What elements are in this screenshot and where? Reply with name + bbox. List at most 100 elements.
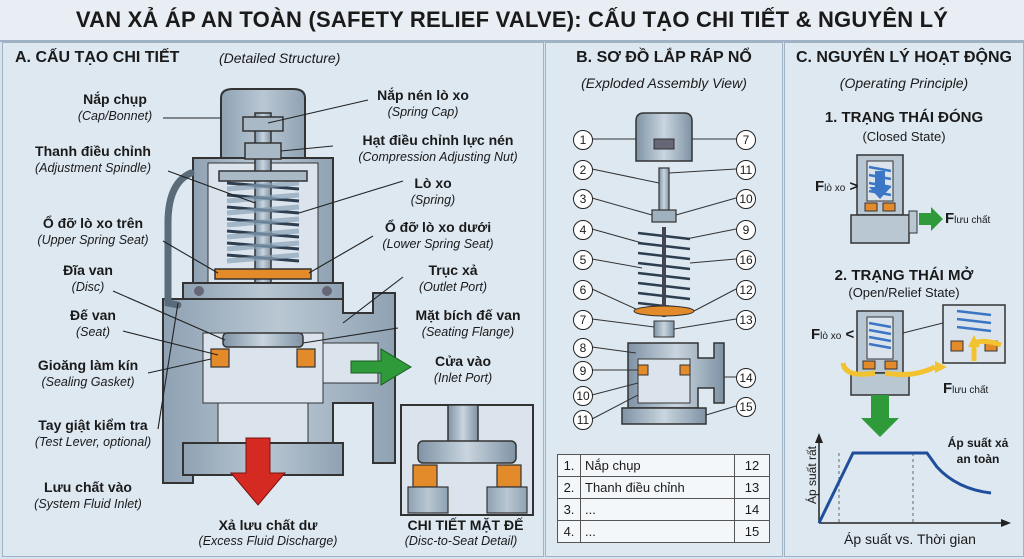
- label-discharge-en: (Excess Fluid Discharge): [198, 534, 338, 548]
- callout-11: 11: [573, 410, 593, 430]
- label-detail: CHI TIẾT MẶT ĐẾ: [407, 517, 524, 533]
- label-disc-en: (Disc): [71, 280, 105, 294]
- callout-right-14: 14: [736, 368, 756, 388]
- callout-7: 7: [573, 310, 593, 330]
- callout-right-15: 15: [736, 397, 756, 417]
- label-upper-spring-seat: Ổ đỡ lò xo trên: [42, 215, 144, 231]
- table-cell-name: ...: [580, 498, 735, 521]
- open-spring-force-operator: <: [845, 326, 855, 343]
- panel-operating-principle: C. NGUYÊN LÝ HOẠT ĐỘNG (Operating Princi…: [784, 42, 1024, 557]
- label-lower-spring-seat-en: (Lower Spring Seat): [382, 237, 494, 251]
- table-cell-index: 1.: [557, 454, 581, 477]
- callout-right-10: 10: [736, 189, 756, 209]
- callout-8: 8: [573, 338, 593, 358]
- open-state-title: 2. TRẠNG THÁI MỞ: [834, 267, 974, 284]
- table-cell-ref: 15: [734, 520, 770, 543]
- callout-10: 10: [573, 386, 593, 406]
- closed-fluid-force: Flưu chất: [945, 211, 990, 229]
- open-spring-force-symbol: F: [811, 326, 821, 343]
- label-outlet-port: Trục xả: [428, 262, 478, 278]
- label-cap-bonnet: Nắp chụp: [83, 91, 147, 107]
- label-fluid-inlet: Lưu chất vào: [44, 479, 132, 495]
- closed-spring-force: Flò xo >: [815, 179, 858, 197]
- section-a-subheading: (Detailed Structure): [219, 50, 341, 66]
- section-a-heading: A. CẤU TẠO CHI TIẾT: [15, 49, 180, 66]
- table-cell-ref: 12: [734, 454, 770, 477]
- closed-spring-force-operator: >: [849, 178, 859, 195]
- section-b-heading: B. SƠ ĐỒ LẮP RÁP NỔ: [576, 49, 752, 66]
- callout-right-16: 16: [736, 250, 756, 270]
- label-lower-spring-seat: Ổ đỡ lò xo dưới: [384, 219, 492, 235]
- parts-table: 1. Nắp chụp 12 2. Thanh điều chỉnh 13 3.…: [557, 454, 770, 543]
- graph-annotation-line1: Áp suất xả: [947, 436, 1009, 450]
- label-adjusting-nut: Hạt điều chỉnh lực nén: [362, 132, 514, 148]
- label-upper-spring-seat-en: (Upper Spring Seat): [37, 233, 149, 247]
- callout-right-9: 9: [736, 220, 756, 240]
- closed-spring-force-subscript: lò xo: [824, 183, 846, 194]
- graph-xlabel: Áp suất vs. Thời gian: [844, 531, 976, 547]
- label-spring-cap: Nắp nén lò xo: [377, 87, 469, 103]
- label-disc: Đĩa van: [63, 262, 113, 278]
- label-spring-cap-en: (Spring Cap): [387, 105, 459, 119]
- label-adjusting-nut-en: (Compression Adjusting Nut): [358, 150, 518, 164]
- table-cell-index: 4.: [557, 520, 581, 543]
- callout-3: 3: [573, 189, 593, 209]
- open-fluid-force-subscript: lưu chất: [952, 385, 989, 396]
- callout-5: 5: [573, 250, 593, 270]
- table-cell-name: ...: [580, 520, 735, 543]
- label-test-lever-en: (Test Lever, optional): [34, 435, 152, 449]
- closed-state-sub: (Closed State): [862, 129, 946, 144]
- table-cell-name: Nắp chụp: [580, 454, 735, 477]
- valve-cross-section: [112, 88, 534, 516]
- label-inlet-port: Cửa vào: [434, 353, 492, 369]
- label-fluid-inlet-en: (System Fluid Inlet): [34, 497, 142, 511]
- label-sealing-gasket: Gioăng làm kín: [37, 357, 139, 373]
- table-cell-ref: 13: [734, 476, 770, 499]
- label-cap-bonnet-en: (Cap/Bonnet): [77, 109, 153, 123]
- callout-1: 1: [573, 130, 593, 150]
- closed-fluid-force-subscript: lưu chất: [954, 215, 991, 226]
- table-cell-index: 3.: [557, 498, 581, 521]
- closed-state-title: 1. TRẠNG THÁI ĐÓNG: [824, 109, 984, 126]
- graph-ylabel: Áp suất rất: [805, 445, 819, 505]
- closed-fluid-force-symbol: F: [945, 210, 955, 227]
- table-row: 1. Nắp chụp 12: [557, 454, 770, 477]
- label-spring: Lò xo: [414, 175, 452, 191]
- callout-right-12: 12: [736, 280, 756, 300]
- panel-detailed-structure: A. CẤU TẠO CHI TIẾT (Detailed Structure): [2, 42, 544, 557]
- table-cell-index: 2.: [557, 476, 581, 499]
- closed-spring-force-symbol: F: [815, 178, 825, 195]
- table-row: 2. Thanh điều chỉnh 13: [557, 476, 770, 499]
- callout-right-7: 7: [736, 130, 756, 150]
- label-spring-en: (Spring): [410, 193, 456, 207]
- label-test-lever: Tay giật kiểm tra: [38, 417, 148, 433]
- label-adjustment-spindle-en: (Adjustment Spindle): [34, 161, 152, 175]
- label-adjustment-spindle: Thanh điều chỉnh: [35, 143, 151, 159]
- callout-2: 2: [573, 160, 593, 180]
- callout-9: 9: [573, 361, 593, 381]
- label-detail-en: (Disc-to-Seat Detail): [404, 534, 518, 548]
- open-spring-force: Flò xo <: [811, 327, 854, 345]
- open-fluid-force-symbol: F: [943, 380, 953, 397]
- label-seat: Đế van: [70, 307, 116, 323]
- table-row: 4. ... 15: [557, 520, 770, 543]
- label-discharge: Xả lưu chất dư: [218, 517, 318, 533]
- callout-6: 6: [573, 280, 593, 300]
- table-cell-ref: 14: [734, 498, 770, 521]
- callout-right-11: 11: [736, 160, 756, 180]
- table-cell-name: Thanh điều chỉnh: [580, 476, 735, 499]
- open-state-sub: (Open/Relief State): [848, 285, 960, 300]
- label-inlet-port-en: (Inlet Port): [433, 371, 493, 385]
- graph-annotation-line2: an toàn: [956, 452, 1000, 466]
- panel-exploded-view: B. SƠ ĐỒ LẮP RÁP NỔ (Exploded Assembly V…: [545, 42, 783, 557]
- section-c-subheading: (Operating Principle): [839, 75, 969, 91]
- principle-diagrams: [815, 154, 1011, 527]
- title-bar: VAN XẢ ÁP AN TOÀN (SAFETY RELIEF VALVE):…: [0, 0, 1024, 42]
- callout-4: 4: [573, 220, 593, 240]
- section-b-subheading: (Exploded Assembly View): [581, 75, 747, 91]
- open-spring-force-subscript: lò xo: [820, 331, 842, 342]
- open-fluid-force: Flưu chất: [943, 381, 988, 399]
- page-title: VAN XẢ ÁP AN TOÀN (SAFETY RELIEF VALVE):…: [75, 7, 949, 32]
- label-seating-flange-en: (Seating Flange): [421, 325, 515, 339]
- callout-right-13: 13: [736, 310, 756, 330]
